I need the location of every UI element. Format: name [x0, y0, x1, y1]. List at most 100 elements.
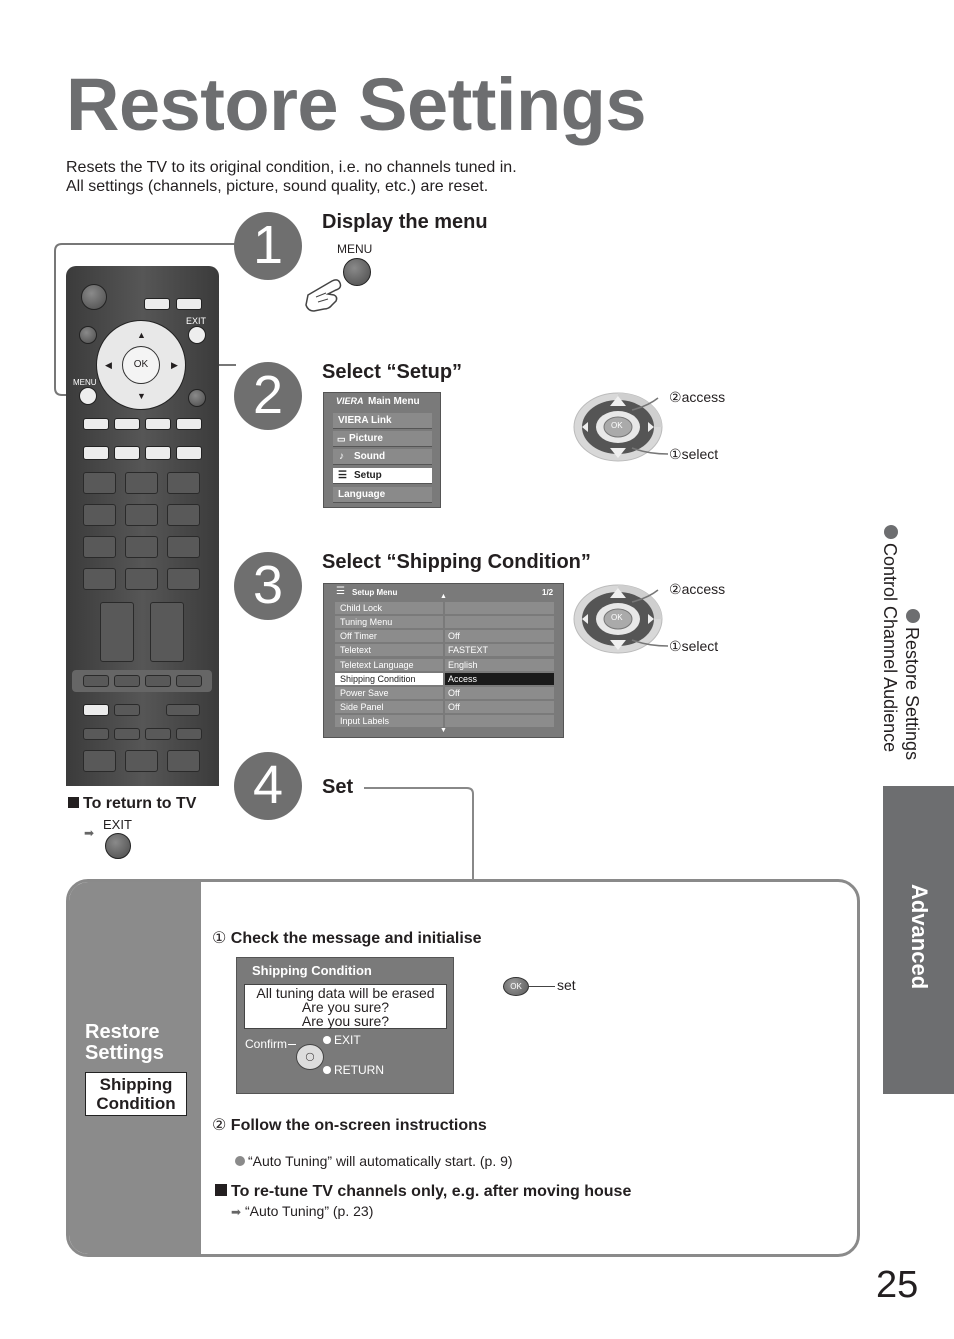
menu-button[interactable]	[79, 387, 97, 405]
number-button[interactable]	[83, 568, 116, 590]
menu-item-sound[interactable]: ♪Sound	[333, 449, 432, 465]
side-nav-text: Restore Settings	[902, 627, 922, 761]
exit-label: EXIT	[186, 316, 207, 326]
remote-button[interactable]	[83, 418, 109, 430]
remote-button[interactable]	[176, 446, 202, 460]
confirm-label: Confirm	[245, 1037, 288, 1051]
side-nav-line-1[interactable]: Restore Settings	[902, 609, 922, 809]
remote-button[interactable]	[114, 418, 140, 430]
remote-button[interactable]	[145, 728, 171, 740]
right-arrow-icon[interactable]: ▶	[171, 360, 178, 370]
sound-icon: ♪	[339, 451, 344, 462]
dialog-exit-option[interactable]: EXIT	[323, 1033, 361, 1047]
scroll-down-icon[interactable]: ▼	[440, 727, 447, 734]
remote-button[interactable]	[167, 750, 200, 772]
remote-button[interactable]	[176, 418, 202, 430]
menu-item-viera-link[interactable]: VIERA Link	[333, 413, 432, 429]
remote-button[interactable]	[145, 675, 171, 687]
number-button[interactable]	[167, 504, 200, 526]
advanced-tab-label: Advanced	[907, 884, 932, 990]
number-button[interactable]	[125, 536, 158, 558]
step-2-number: 2	[234, 362, 302, 430]
menu-item-setup[interactable]: ☰Setup	[333, 468, 432, 484]
scroll-up-icon[interactable]: ▲	[440, 593, 447, 600]
menu-button[interactable]	[343, 258, 371, 286]
menu-item-picture[interactable]: ▭Picture	[333, 431, 432, 447]
number-button[interactable]	[167, 568, 200, 590]
return-text: RETURN	[334, 1063, 384, 1077]
nav-pad-step2	[573, 392, 669, 462]
remote-button[interactable]	[114, 728, 140, 740]
dialog-return-option[interactable]: RETURN	[323, 1063, 384, 1077]
remote-button[interactable]	[114, 446, 140, 460]
ok-button[interactable]: OK	[503, 977, 529, 996]
setup-menu-title: Setup Menu	[352, 588, 398, 597]
remote-button[interactable]	[144, 298, 170, 310]
remote-button[interactable]	[188, 389, 206, 407]
bullet-icon	[323, 1036, 331, 1044]
remote-button[interactable]	[145, 418, 171, 430]
number-button[interactable]	[83, 504, 116, 526]
number-button[interactable]	[83, 536, 116, 558]
number-button[interactable]	[83, 472, 116, 494]
remote-button[interactable]	[83, 446, 109, 460]
d-pad[interactable]: OK ▲ ▼ ◀ ▶	[96, 320, 186, 410]
side-box-line: Shipping	[99, 1075, 173, 1094]
side-nav-line-2[interactable]: Control Channel Audience	[880, 525, 900, 785]
step-marker: ①	[669, 638, 682, 654]
number-button[interactable]	[125, 472, 158, 494]
remote-button[interactable]	[114, 704, 140, 716]
remote-button[interactable]	[145, 446, 171, 460]
access-text: access	[681, 389, 726, 405]
remote-button[interactable]	[114, 675, 140, 687]
left-arrow-icon[interactable]: ◀	[105, 360, 112, 370]
menu-item-language[interactable]: Language	[333, 487, 432, 503]
remote-button[interactable]	[83, 728, 109, 740]
number-button[interactable]	[167, 472, 200, 494]
side-title-line: Restore	[85, 1021, 160, 1043]
exit-button[interactable]	[188, 326, 206, 344]
bullet-icon	[906, 609, 920, 623]
remote-button[interactable]	[166, 704, 200, 716]
arrow-right-icon: ➡	[231, 1205, 242, 1219]
remote-button[interactable]	[79, 326, 97, 344]
ok-button[interactable]: OK	[122, 346, 160, 384]
number-button[interactable]	[167, 536, 200, 558]
number-button[interactable]	[125, 568, 158, 590]
side-box-line: Condition	[96, 1094, 176, 1113]
setup-row-tuning-menu[interactable]: Tuning Menu	[335, 616, 555, 628]
dialog-message-line: Are you sure?	[301, 1013, 390, 1029]
advanced-tab[interactable]: Advanced	[883, 786, 954, 1094]
channel-rocker[interactable]	[150, 602, 184, 662]
remote-button[interactable]	[176, 298, 202, 310]
remote-button[interactable]	[83, 675, 109, 687]
row-label: Teletext Language	[335, 659, 443, 671]
remote-button[interactable]	[176, 728, 202, 740]
retune-reference: ➡ “Auto Tuning” (p. 23)	[231, 1203, 373, 1219]
follow-heading-text: Follow the on-screen instructions	[230, 1117, 487, 1134]
number-button[interactable]	[125, 504, 158, 526]
ok-icon: OK	[611, 613, 623, 622]
dpad-icon[interactable]: ◯	[296, 1044, 324, 1070]
remote-button[interactable]	[83, 750, 116, 772]
ok-icon: OK	[611, 421, 623, 430]
setup-row-input-labels[interactable]: Input Labels	[335, 715, 555, 727]
volume-rocker[interactable]	[100, 602, 134, 662]
row-value: FASTEXT	[445, 644, 554, 656]
setup-row-child-lock[interactable]: Child Lock	[335, 602, 555, 614]
row-value	[445, 616, 554, 628]
up-arrow-icon[interactable]: ▲	[137, 330, 146, 340]
down-arrow-icon[interactable]: ▼	[137, 391, 146, 401]
remote-button[interactable]	[83, 704, 109, 716]
remote-button[interactable]	[176, 675, 202, 687]
step-2-heading: Select “Setup”	[322, 361, 463, 383]
remote-button[interactable]	[125, 750, 158, 772]
power-button[interactable]	[81, 284, 107, 310]
exit-button[interactable]	[105, 833, 131, 859]
